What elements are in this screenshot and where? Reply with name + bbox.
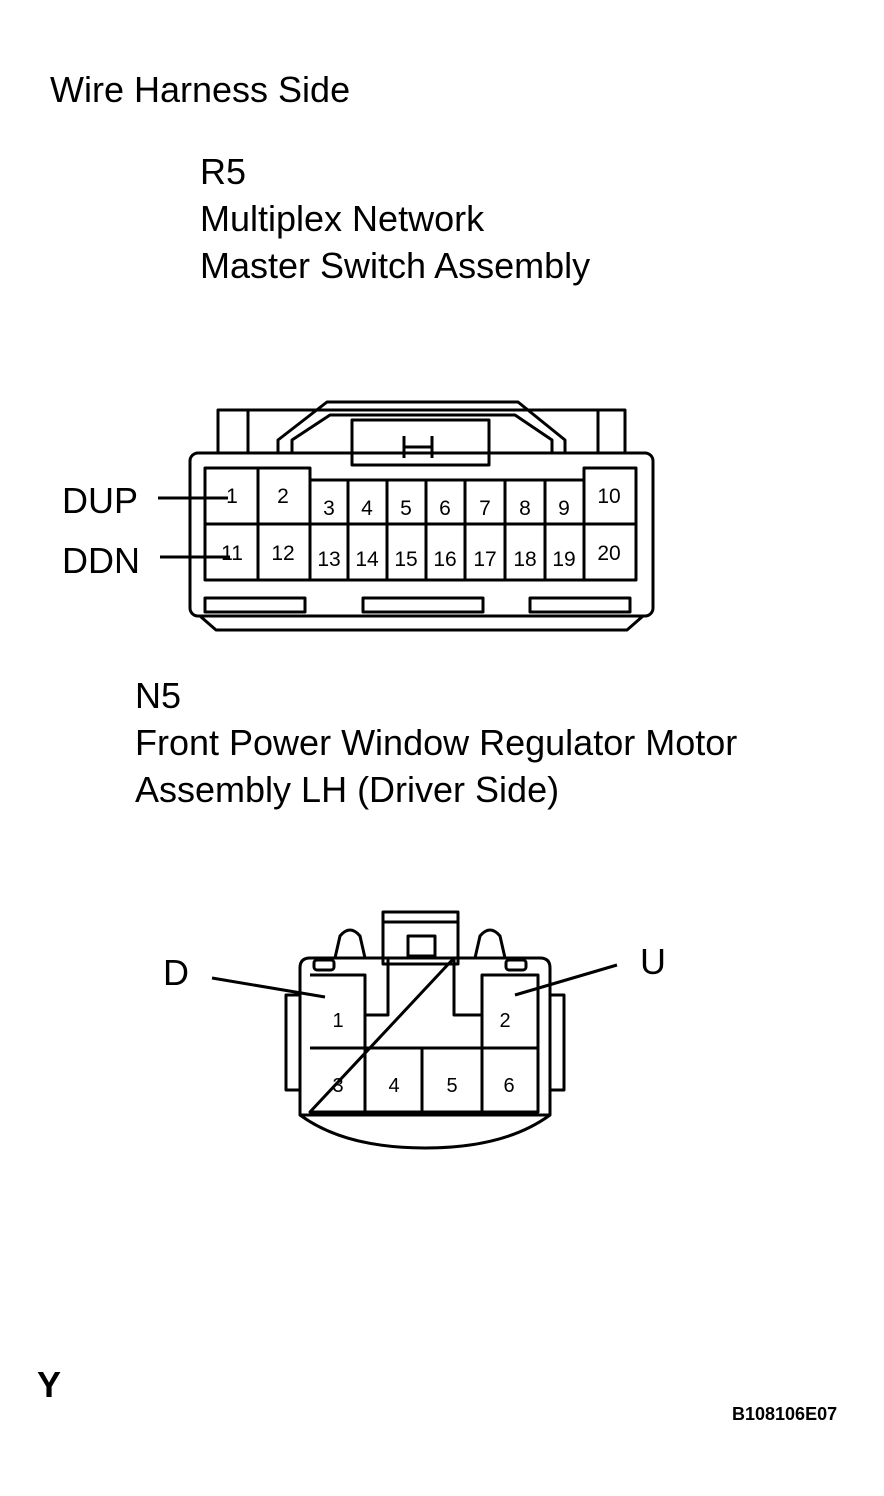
n5-pin-2: 2: [499, 1010, 510, 1032]
n5-connector-name-line2: Assembly LH (Driver Side): [135, 769, 560, 810]
r5-pin-2: 2: [277, 485, 289, 508]
r5-pin-4: 4: [361, 497, 373, 520]
r5-pin-15: 15: [394, 548, 417, 571]
r5-pin-14: 14: [355, 548, 379, 571]
r5-pin-9: 9: [558, 497, 570, 520]
r5-pin-12: 12: [271, 542, 294, 565]
r5-pin-6: 6: [439, 497, 451, 520]
n5-pin-6: 6: [503, 1075, 514, 1097]
r5-pin-7: 7: [479, 497, 491, 520]
page-title: Wire Harness Side: [50, 69, 351, 110]
d-pin-label: D: [163, 952, 189, 993]
r5-connector-housing: [188, 400, 655, 632]
n5-pin-4: 4: [388, 1075, 399, 1097]
r5-pin-16: 16: [433, 548, 456, 571]
r5-pin-10: 10: [597, 485, 620, 508]
r5-pin-8: 8: [519, 497, 531, 520]
ddn-pin-label: DDN: [62, 540, 140, 581]
d-leader-line: [211, 976, 326, 999]
r5-connector-name-line1: Multiplex Network: [200, 198, 485, 239]
r5-pin-3: 3: [323, 497, 335, 520]
r5-pin-13: 13: [317, 548, 340, 571]
r5-pin-19: 19: [552, 548, 575, 571]
r5-pin-20: 20: [597, 542, 620, 565]
n5-pin-1: 1: [332, 1010, 343, 1032]
n5-connector-code: N5: [135, 675, 182, 716]
r5-pin-18: 18: [513, 548, 536, 571]
u-pin-label: U: [640, 941, 666, 982]
footer-mark: Y: [37, 1364, 62, 1405]
n5-connector-name-line1: Front Power Window Regulator Motor: [135, 722, 738, 763]
r5-pin-11: 11: [221, 542, 243, 565]
n5-pin-3: 3: [332, 1075, 343, 1097]
figure-id: B108106E07: [732, 1404, 838, 1424]
r5-pin-17: 17: [473, 548, 496, 571]
dup-pin-label: DUP: [62, 480, 139, 521]
r5-connector-code: R5: [200, 151, 247, 192]
n5-connector-housing: [284, 910, 566, 1150]
n5-pin-5: 5: [446, 1075, 457, 1097]
u-leader-line: [514, 963, 618, 997]
r5-pin-1: 1: [226, 485, 238, 508]
r5-connector-name-line2: Master Switch Assembly: [200, 245, 591, 286]
r5-pin-5: 5: [400, 497, 412, 520]
